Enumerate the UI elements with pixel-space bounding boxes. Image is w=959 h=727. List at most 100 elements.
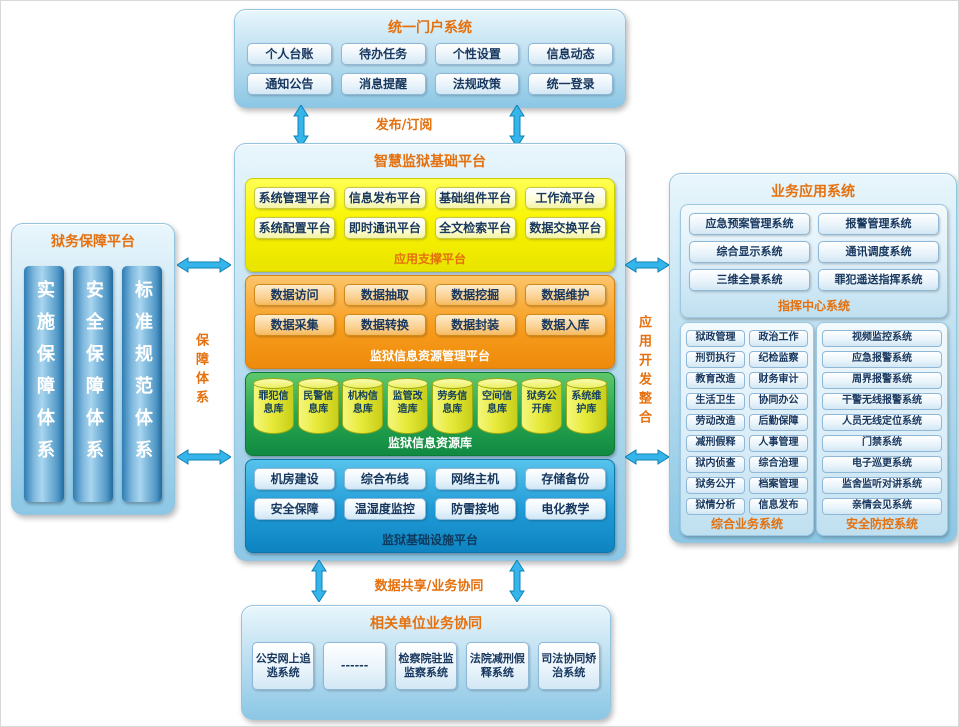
comprehensive-item: 狱内侦查 (686, 456, 745, 473)
comprehensive-item: 档案管理 (749, 477, 808, 494)
comprehensive-item: 教育改造 (686, 372, 745, 389)
resource-mgmt-label: 监狱信息资源管理平台 (369, 349, 490, 363)
app-support-section: 系统管理平台信息发布平台基础组件平台工作流平台系统配置平台即时通讯平台全文检索平… (245, 178, 615, 272)
infrastructure-item: 机房建设 (254, 468, 336, 490)
app-support-label: 应用支撑平台 (393, 252, 466, 266)
comprehensive-item: 协同办公 (749, 393, 808, 410)
cylinder-body (253, 383, 294, 434)
database-label: 劳务信息库 (437, 391, 468, 415)
app-support-item: 基础组件平台 (434, 187, 516, 209)
guarantee-pillars: 实施保障体系安全保障体系标准规范体系 (24, 266, 162, 502)
resource-db-section: 罪犯信息库 民警信息库 机构信息库 监管改造库 劳务信息库 (245, 372, 615, 456)
infrastructure-item: 安全保障 (254, 498, 336, 520)
infrastructure-item: 网络主机 (434, 468, 516, 490)
database-cylinder: 罪犯信息库 (253, 378, 294, 434)
database-label: 监管改造库 (392, 391, 423, 415)
database-cylinder: 空间信息库 (476, 378, 518, 434)
command-center-item: 应急预案管理系统 (689, 213, 810, 235)
cylinder-body (297, 383, 339, 434)
portal-item: 消息提醒 (340, 73, 426, 95)
guarantee-pillar: 实施保障体系 (24, 266, 64, 502)
portal-item: 个性设置 (434, 43, 520, 65)
database-label: 机构信息库 (347, 391, 378, 415)
security-item: 视频监控系统 (822, 330, 942, 347)
resource-mgmt-item: 数据入库 (524, 314, 606, 336)
command-center-item: 三维全景系统 (689, 269, 810, 291)
comprehensive-item: 后勤保障 (749, 414, 808, 431)
app-support-item: 系统管理平台 (254, 187, 336, 209)
comprehensive-item: 信息发布 (749, 498, 808, 515)
collaboration-item: 司法协同矫治系统 (537, 642, 600, 690)
comprehensive-item: 劳动改造 (686, 414, 745, 431)
app-support-item: 工作流平台 (524, 187, 606, 209)
resource-mgmt-item: 数据维护 (524, 284, 606, 306)
database-label: 系统维护库 (571, 391, 602, 415)
infrastructure-item: 电化教学 (524, 498, 606, 520)
security-item: 电子巡更系统 (822, 456, 942, 473)
business-arrow-top-icon (625, 257, 669, 273)
publish-subscribe-label: 发布/订阅 (375, 118, 433, 133)
guarantee-panel: 狱务保障平台 实施保障体系安全保障体系标准规范体系 (11, 223, 175, 515)
resource-db-label: 监狱信息资源库 (387, 436, 472, 450)
base-platform-title: 智慧监狱基础平台 (374, 154, 486, 170)
cylinder-body (565, 383, 607, 434)
database-cylinder: 民警信息库 (297, 378, 339, 434)
resource-mgmt-grid: 数据访问数据抽取数据挖掘数据维护数据采集数据转换数据封装数据入库 (254, 284, 606, 336)
cylinder-top-icon (342, 378, 384, 389)
infrastructure-label: 监狱基础设施平台 (381, 533, 478, 547)
infrastructure-item: 防雷接地 (434, 498, 516, 520)
business-side-label: 应用开发整合 (636, 315, 651, 429)
cylinder-body (431, 383, 473, 434)
resource-mgmt-item: 数据访问 (254, 284, 336, 306)
portal-grid: 个人台账待办任务个性设置信息动态通知公告消息提醒法规政策统一登录 (247, 43, 613, 95)
comprehensive-item: 狱政管理 (686, 330, 745, 347)
app-support-grid: 系统管理平台信息发布平台基础组件平台工作流平台系统配置平台即时通讯平台全文检索平… (254, 187, 606, 239)
security-item: 周界报警系统 (822, 372, 942, 389)
guarantee-title: 狱务保障平台 (51, 234, 135, 250)
command-center-label: 指挥中心系统 (777, 299, 850, 313)
collaboration-item: 法院减刑假释系统 (466, 642, 529, 690)
collaboration-item: 公安网上追逃系统 (252, 642, 315, 690)
comprehensive-item: 纪检监察 (749, 351, 808, 368)
app-support-item: 系统配置平台 (254, 217, 336, 239)
resource-mgmt-item: 数据抽取 (344, 284, 426, 306)
database-label: 民警信息库 (303, 391, 334, 415)
app-support-item: 即时通讯平台 (344, 217, 426, 239)
portal-item: 统一登录 (528, 73, 613, 95)
security-item: 人员无线定位系统 (822, 414, 942, 431)
comprehensive-item: 政治工作 (749, 330, 808, 347)
security-subpanel: 视频监控系统应急报警系统周界报警系统干警无线报警系统人员无线定位系统门禁系统电子… (816, 322, 948, 536)
resource-mgmt-item: 数据采集 (254, 314, 336, 336)
data-share-label: 数据共享/业务协同 (374, 579, 484, 594)
command-center-grid: 应急预案管理系统报警管理系统综合显示系统通讯调度系统三维全景系统罪犯遥送指挥系统 (689, 213, 939, 291)
database-cylinder: 狱务公开库 (521, 378, 563, 434)
guarantee-side-label: 保障体系 (193, 333, 208, 409)
comprehensive-item: 狱情分析 (686, 498, 745, 515)
collaboration-item: 检察院驻监监察系统 (394, 642, 458, 690)
security-item: 门禁系统 (822, 435, 942, 452)
resource-db-row: 罪犯信息库 民警信息库 机构信息库 监管改造库 劳务信息库 (253, 378, 607, 434)
security-label: 安全防控系统 (845, 517, 918, 531)
comprehensive-grid: 狱政管理政治工作刑罚执行纪检监察教育改造财务审计生活卫生协同办公劳动改造后勤保障… (686, 330, 808, 515)
comprehensive-item: 减刑假释 (686, 435, 745, 452)
cylinder-top-icon (521, 378, 563, 389)
command-center-item: 通讯调度系统 (818, 241, 939, 263)
cylinder-body (476, 383, 518, 434)
infrastructure-item: 综合布线 (344, 468, 426, 490)
command-center-item: 综合显示系统 (689, 241, 810, 263)
infrastructure-item: 存储备份 (524, 468, 606, 490)
portal-item: 法规政策 (434, 73, 520, 95)
comprehensive-item: 人事管理 (749, 435, 808, 452)
app-support-item: 全文检索平台 (434, 217, 516, 239)
comprehensive-subpanel: 狱政管理政治工作刑罚执行纪检监察教育改造财务审计生活卫生协同办公劳动改造后勤保障… (680, 322, 814, 536)
resource-mgmt-item: 数据转换 (344, 314, 426, 336)
cylinder-body (387, 383, 429, 434)
portal-item: 信息动态 (528, 43, 613, 65)
share-arrow-left-icon (311, 560, 327, 602)
base-platform-panel: 智慧监狱基础平台 系统管理平台信息发布平台基础组件平台工作流平台系统配置平台即时… (234, 143, 626, 561)
cylinder-top-icon (253, 378, 294, 389)
database-cylinder: 监管改造库 (387, 378, 429, 434)
cylinder-top-icon (431, 378, 473, 389)
guarantee-pillar: 标准规范体系 (122, 266, 162, 502)
